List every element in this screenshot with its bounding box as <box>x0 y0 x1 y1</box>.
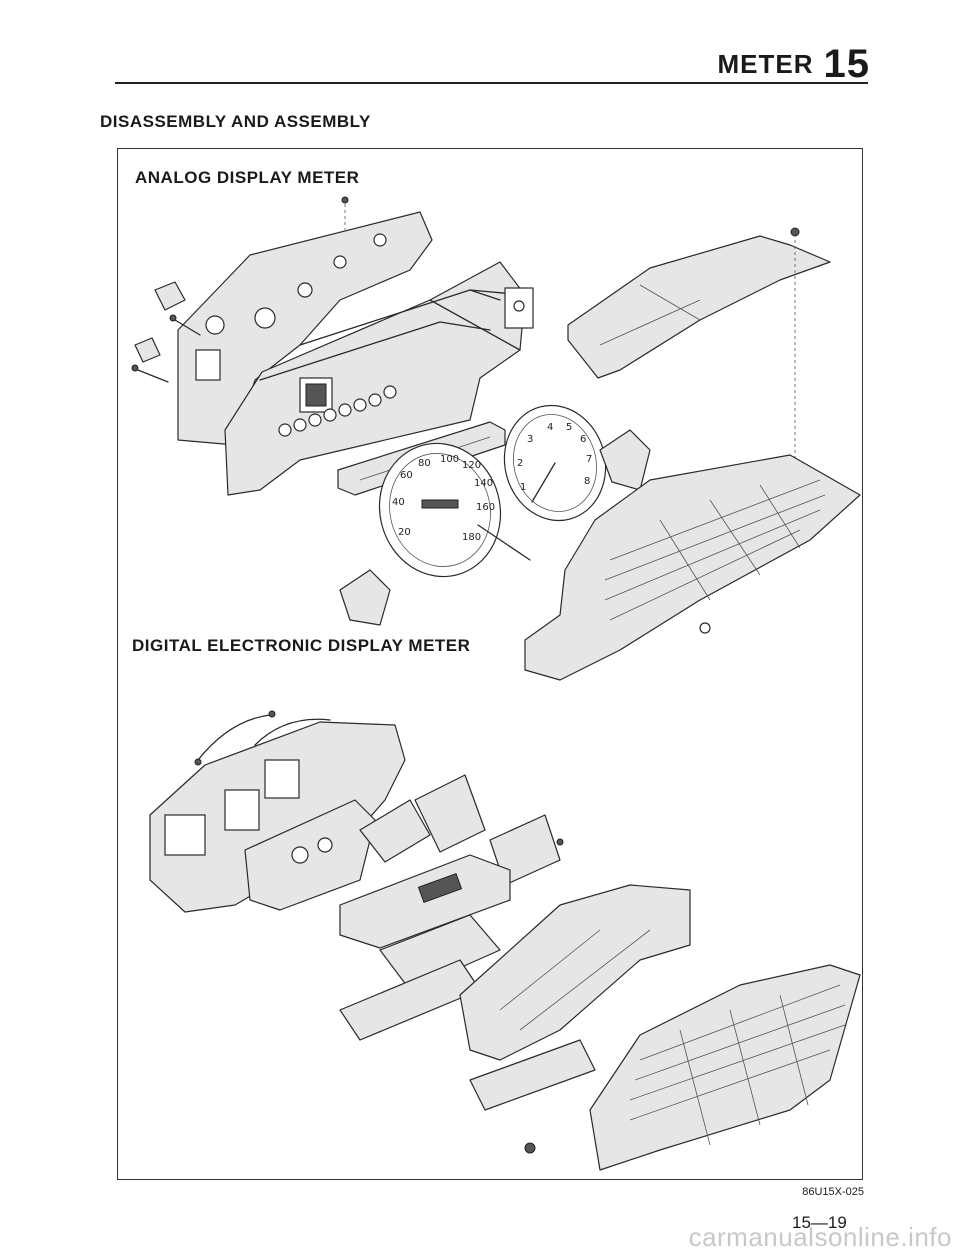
hood-grille <box>604 479 826 621</box>
digital-meter-hood <box>589 964 861 1171</box>
mounting-screw <box>524 1142 536 1154</box>
analog-meter-drawing: 20 40 60 80 100 120 140 160 180 1 2 3 4 … <box>131 196 861 681</box>
speed-mark: 40 <box>392 497 405 508</box>
tach-mark: 8 <box>584 476 590 487</box>
digital-meter-label: DIGITAL ELECTRONIC DISPLAY METER <box>132 636 471 655</box>
bulb-socket-row <box>278 385 397 437</box>
speedometer-dial: 20 40 60 80 100 120 140 160 180 <box>378 442 531 578</box>
figure-code: 86U15X-025 <box>802 1186 864 1198</box>
small-gauge <box>339 429 651 626</box>
top-panel-cover <box>567 235 831 379</box>
analog-meter-label: ANALOG DISPLAY METER <box>135 168 360 187</box>
top-screw <box>341 196 349 204</box>
button-strip <box>469 1039 596 1111</box>
tach-mark: 4 <box>547 422 553 433</box>
watermark: carmanualsonline.info <box>688 1222 952 1252</box>
digital-hood-grille <box>629 984 846 1146</box>
speed-mark: 100 <box>440 454 459 465</box>
digital-circuit-board <box>244 799 376 911</box>
tach-mark: 2 <box>517 458 523 469</box>
header-title: METER <box>717 49 814 79</box>
cover-screw <box>790 227 800 237</box>
wiring-harness <box>197 714 331 761</box>
housing-connector <box>195 349 221 381</box>
speed-mark: 120 <box>462 460 481 471</box>
tach-mark: 5 <box>566 422 572 433</box>
tachometer-dial: 1 2 3 4 5 6 7 8 <box>503 404 607 522</box>
hood-screw <box>699 622 711 634</box>
speed-mark: 140 <box>474 478 493 489</box>
tach-mark: 3 <box>527 434 533 445</box>
header-rule <box>115 82 868 84</box>
rear-housing-plate <box>177 211 433 446</box>
tach-mark: 1 <box>520 482 526 493</box>
figure-frame <box>117 148 863 1180</box>
page-number: 15—19 <box>792 1213 847 1232</box>
tach-mark: 7 <box>586 454 592 465</box>
speed-mark: 60 <box>400 470 413 481</box>
speedometer-cable <box>477 524 531 561</box>
speed-mark: 180 <box>462 532 481 543</box>
section-number: 15 <box>823 42 870 86</box>
tach-mark: 6 <box>580 434 586 445</box>
bulb-sockets <box>131 281 201 383</box>
tach-needle <box>531 462 556 503</box>
page-header: METER 15 <box>718 42 871 87</box>
section-title: DISASSEMBLY AND ASSEMBLY <box>100 112 371 131</box>
speed-mark: 20 <box>398 527 411 538</box>
bezel-frame <box>459 884 691 1061</box>
speed-mark: 80 <box>418 458 431 469</box>
housing-hole <box>254 307 276 329</box>
speed-mark: 160 <box>476 502 495 513</box>
digital-meter-drawing <box>149 710 861 1171</box>
